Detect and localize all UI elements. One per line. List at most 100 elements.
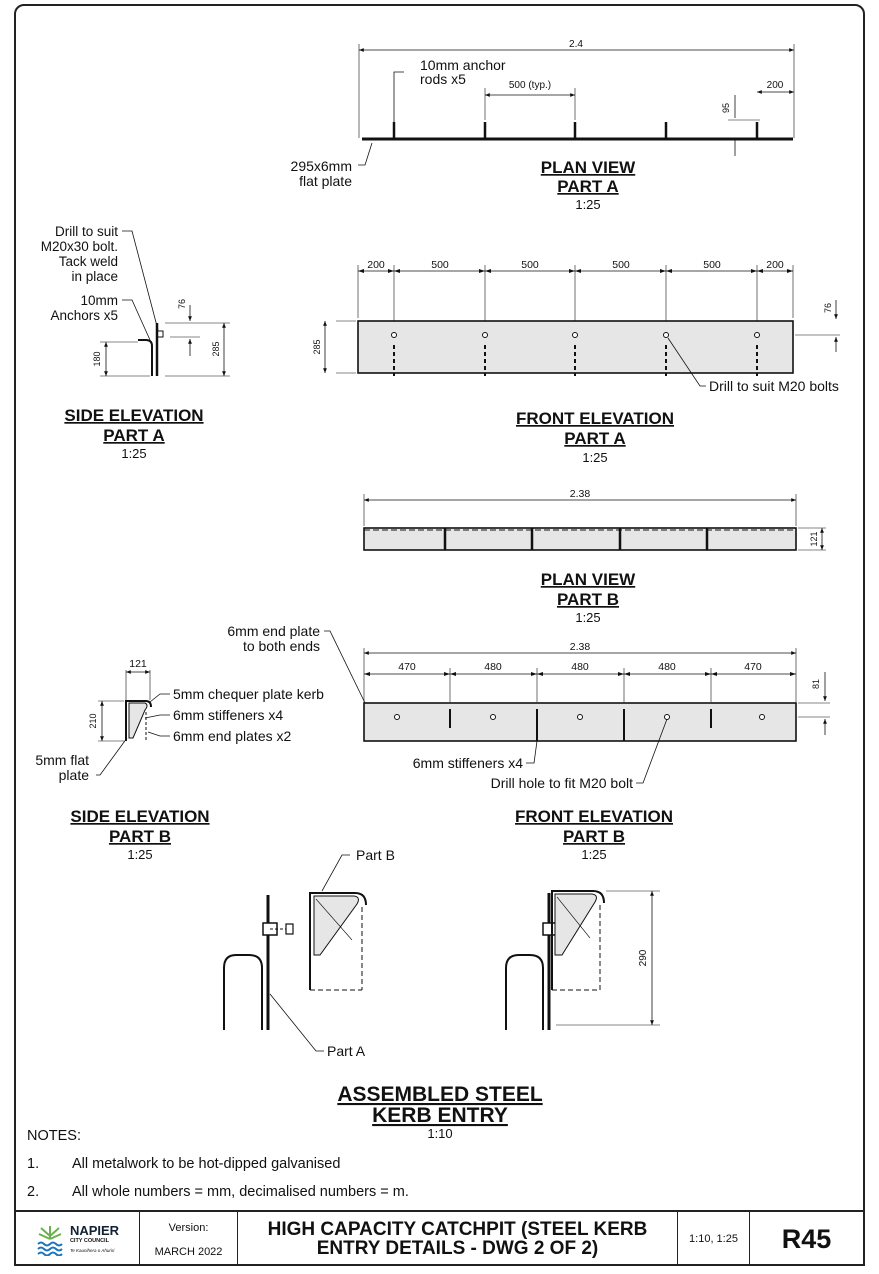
council-logo-icon	[37, 1226, 63, 1256]
title-block: NAPIER CITY COUNCIL Te Kaunihera o Ahuri…	[16, 1210, 863, 1266]
side-b-part: PART B	[109, 827, 171, 846]
side-b-flat-label-2: plate	[59, 767, 90, 783]
front-b-stiffeners-label: 6mm stiffeners x4	[413, 755, 523, 771]
logo-name: NAPIER	[69, 1222, 120, 1238]
drawing-scale: 1:10, 1:25	[678, 1212, 750, 1266]
assembled-combined-view: 290	[505, 890, 660, 1030]
assembled-scale: 1:10	[427, 1126, 452, 1141]
drawing-title-line-1: HIGH CAPACITY CATCHPIT (STEEL KERB	[267, 1219, 648, 1240]
front-a-drill-label: Drill to suit M20 bolts	[709, 378, 839, 394]
side-b-flat-label-1: 5mm flat	[35, 752, 89, 768]
side-a-title: SIDE ELEVATION	[64, 406, 203, 425]
note-number: 2.	[27, 1184, 40, 1200]
side-b-height-dim: 210	[88, 713, 98, 728]
front-b-drill-label: Drill hole to fit M20 bolt	[491, 775, 634, 791]
front-elevation-part-a: 200 500 500 500 500 200 285 76 Drill to …	[312, 259, 840, 465]
plan-b-overall-dim: 2.38	[570, 488, 591, 500]
side-a-anchors-label-1: 10mm	[80, 293, 118, 308]
front-a-seg-1: 200	[367, 259, 385, 271]
side-a-drill-label-4: in place	[71, 269, 118, 284]
assembled-part-b-label: Part B	[356, 847, 395, 863]
assembled-part-a-label: Part A	[327, 1043, 366, 1059]
side-a-dim-285: 285	[211, 341, 221, 356]
note-number: 1.	[27, 1156, 40, 1172]
plan-a-rods-label-1: 10mm anchor	[420, 57, 506, 73]
side-a-drill-label-1: Drill to suit	[55, 224, 118, 239]
notes-heading: NOTES:	[27, 1128, 81, 1144]
front-a-seg-6: 200	[766, 259, 784, 271]
side-b-width-dim: 121	[129, 658, 147, 670]
drawing-code: R45	[781, 1223, 832, 1254]
side-a-part: PART A	[103, 426, 164, 445]
plan-view-part-a: 2.4 500 (typ.) 200 95 10mm anchor rods x…	[291, 39, 795, 212]
assembled-exploded-view: Part B Part A	[223, 847, 395, 1059]
side-b-scale: 1:25	[127, 847, 152, 862]
assembled-title-2: KERB ENTRY	[372, 1104, 508, 1127]
front-a-dim-76: 76	[823, 303, 833, 313]
front-a-seg-3: 500	[521, 259, 539, 271]
note-text: All metalwork to be hot-dipped galvanise…	[72, 1156, 341, 1172]
drawing-frame	[14, 4, 865, 1266]
plan-a-scale: 1:25	[575, 197, 600, 212]
front-a-title: FRONT ELEVATION	[516, 409, 674, 428]
front-b-seg-3: 480	[571, 661, 589, 673]
side-a-drill-label-3: Tack weld	[59, 254, 118, 269]
front-b-kerb	[363, 702, 797, 742]
plan-a-spacing-dim: 500 (typ.)	[509, 80, 551, 91]
plan-a-overall-dim: 2.4	[569, 39, 583, 50]
front-b-overall-dim: 2.38	[570, 641, 591, 653]
drawing-title: HIGH CAPACITY CATCHPIT (STEEL KERB ENTRY…	[238, 1212, 678, 1266]
front-a-scale: 1:25	[582, 450, 607, 465]
plan-a-part: PART A	[557, 177, 618, 196]
side-b-chequer-label: 5mm chequer plate kerb	[173, 686, 324, 702]
anchor-rods	[392, 122, 759, 139]
plan-b-scale: 1:25	[575, 610, 600, 625]
front-a-seg-4: 500	[612, 259, 630, 271]
plan-a-rods-label-2: rods x5	[420, 71, 466, 87]
plan-view-part-b: 2.38 121 PLAN VIEW PART B 1:25	[363, 488, 826, 625]
plan-a-end-dim: 200	[767, 80, 784, 91]
assembled-height-dim: 290	[638, 949, 649, 966]
plan-b-depth-dim: 121	[809, 531, 819, 546]
side-b-title: SIDE ELEVATION	[70, 807, 209, 826]
side-a-anchors-label-2: Anchors x5	[50, 308, 118, 323]
plan-b-title: PLAN VIEW	[541, 570, 636, 589]
note-item: 2. All whole numbers = mm, decimalised n…	[27, 1184, 727, 1200]
council-logo: NAPIER CITY COUNCIL Te Kaunihera o Ahuri…	[16, 1212, 140, 1266]
front-b-part: PART B	[563, 827, 625, 846]
logo-sub: CITY COUNCIL	[69, 1237, 109, 1244]
side-elevation-part-a: Drill to suit M20x30 bolt. Tack weld in …	[41, 224, 230, 461]
side-a-dim-76: 76	[177, 299, 187, 309]
side-a-dim-180: 180	[92, 351, 102, 366]
plan-b-part: PART B	[557, 590, 619, 609]
version-value: MARCH 2022	[154, 1246, 223, 1258]
front-b-scale: 1:25	[581, 847, 606, 862]
side-a-drill-label-2: M20x30 bolt.	[41, 239, 118, 254]
assembled-title-block: ASSEMBLED STEEL KERB ENTRY 1:10	[337, 1083, 543, 1141]
plan-a-height-dim: 95	[721, 103, 731, 113]
version-cell: Version: MARCH 2022	[140, 1212, 238, 1266]
front-a-seg-2: 500	[431, 259, 449, 271]
side-a-scale: 1:25	[121, 446, 146, 461]
logo-tagline: Te Kaunihera o Ahuriri	[69, 1247, 115, 1253]
front-elevation-part-b: 2.38 470 480 480 480 470 81	[363, 641, 830, 862]
assembled-title-1: ASSEMBLED STEEL	[337, 1083, 543, 1106]
plan-a-plate-label-2: flat plate	[299, 173, 352, 189]
front-a-part: PART A	[564, 429, 625, 448]
side-b-endplates-label: 6mm end plates x2	[173, 728, 291, 744]
side-elevation-part-b: 6mm end plate to both ends 121 210 5mm c…	[35, 623, 367, 862]
front-b-title: FRONT ELEVATION	[515, 807, 673, 826]
front-b-seg-5: 470	[744, 661, 762, 673]
side-b-stiffeners-label: 6mm stiffeners x4	[173, 707, 283, 723]
front-b-seg-2: 480	[484, 661, 502, 673]
front-b-seg-1: 470	[398, 661, 416, 673]
note-item: 1. All metalwork to be hot-dipped galvan…	[27, 1156, 727, 1172]
side-b-endplate-label-2: to both ends	[243, 638, 320, 654]
front-a-seg-5: 500	[703, 259, 721, 271]
version-label: Version:	[168, 1222, 209, 1234]
front-a-height-dim: 285	[312, 339, 322, 354]
notes-section: NOTES: 1. All metalwork to be hot-dipped…	[27, 1128, 727, 1212]
front-b-dim-81: 81	[811, 679, 821, 689]
side-b-endplate-label-1: 6mm end plate	[227, 623, 320, 639]
